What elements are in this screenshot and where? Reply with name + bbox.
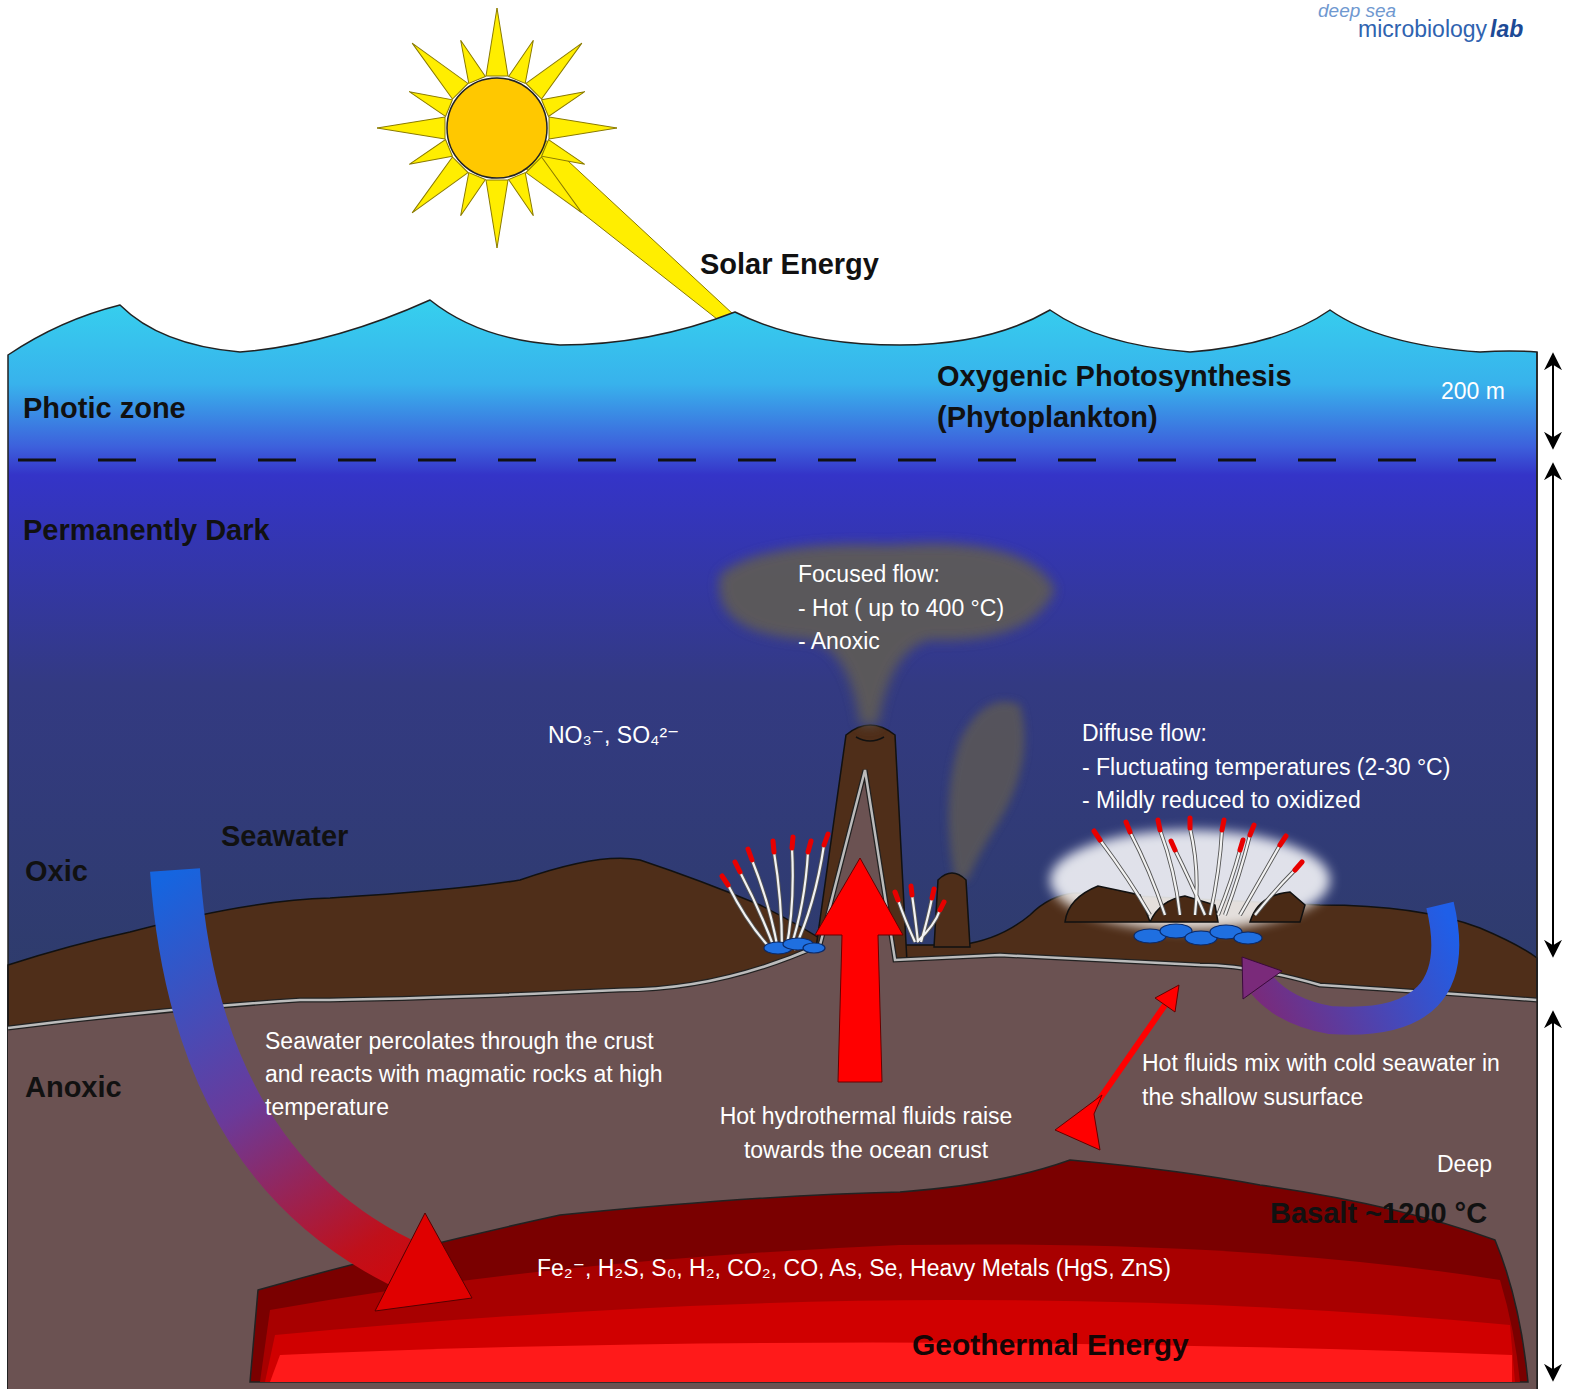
text-slot: - Mildly reduced to oxidized xyxy=(1082,786,1361,815)
zone-label: Photic zone xyxy=(23,390,186,426)
sun-ray xyxy=(404,35,468,99)
rocks xyxy=(1065,886,1305,922)
band-title: Geothermal Energy xyxy=(912,1327,1189,1363)
sun-ray xyxy=(452,37,485,84)
ocean-water xyxy=(8,300,1537,1389)
plume-note: - Hot ( up to 400 °C) xyxy=(798,592,1004,625)
process-label: Oxygenic Photosynthesis (Phytoplankton) xyxy=(937,356,1377,438)
tube-worms xyxy=(728,828,1295,950)
text-slot: Seawater xyxy=(221,818,348,854)
hot-fluid-arrow xyxy=(1092,1005,1165,1110)
sun-ray xyxy=(526,157,590,221)
crust-boundary xyxy=(8,770,1537,1028)
text-slot: Focused flow: xyxy=(798,558,940,591)
basalt-band-outline xyxy=(265,1300,1515,1382)
flow-note: - Fluctuating temperatures (2-30 °C) xyxy=(1082,753,1450,782)
sun-ray xyxy=(542,83,589,116)
text-slot: - Hot ( up to 400 °C) xyxy=(798,592,1004,625)
hot-fluid-arrow xyxy=(815,858,903,1082)
depth-arrow xyxy=(1552,1012,1554,1380)
watermark: microbiology xyxy=(1358,15,1487,44)
basalt-band-outline xyxy=(270,1343,1512,1383)
sun-ray xyxy=(406,140,453,173)
plume-note: - Anoxic xyxy=(798,625,880,658)
depth-arrow xyxy=(1552,464,1554,956)
seawater-arrow xyxy=(175,870,400,1262)
mussel xyxy=(803,943,825,953)
chemical-list: Fe₂⁻, H₂S, S₀, H₂, CO₂, CO, As, Se, Heav… xyxy=(537,1254,1171,1282)
sun-ray xyxy=(404,157,468,221)
text-slot: Fe₂⁻, H₂S, S₀, H₂, CO₂, CO, As, Se, Heav… xyxy=(537,1254,1171,1282)
smoke-plume xyxy=(949,702,1025,880)
sun-ray xyxy=(549,117,617,139)
flow-heading: Diffuse flow: xyxy=(1082,719,1207,748)
hot-fluid-arrow-tail xyxy=(1055,1095,1102,1150)
text-slot: Diffuse flow: xyxy=(1082,719,1207,748)
watermark: lab xyxy=(1490,15,1523,44)
text-slot: Basalt ~1200 °C xyxy=(1270,1195,1487,1231)
mixing-arrow xyxy=(1262,905,1445,1021)
zone-label: Oxic xyxy=(25,853,88,889)
section-edge xyxy=(1536,352,1538,1389)
text-slot: Hot fluids mix with cold seawater in the… xyxy=(1142,1046,1537,1114)
sun xyxy=(377,8,617,248)
text-slot: Geothermal Energy xyxy=(912,1327,1189,1363)
text-slot: Anoxic xyxy=(25,1069,122,1105)
text-slot: Permanently Dark xyxy=(23,512,270,548)
plume-heading: Focused flow: xyxy=(798,558,940,591)
ocean-crust xyxy=(8,770,1537,1389)
energy-label: Solar Energy xyxy=(700,246,879,282)
vent-plume-outline xyxy=(719,543,1055,725)
photic-boundary xyxy=(18,459,1500,462)
text-slot: 200 m xyxy=(1441,377,1505,406)
text-slot: Photic zone xyxy=(23,390,186,426)
text-slot: - Anoxic xyxy=(798,625,880,658)
layer-label: Basalt ~1200 °C xyxy=(1270,1195,1487,1231)
text-slot: NO₃⁻, SO₄²⁻ xyxy=(548,721,679,750)
zone-label: Deep xyxy=(1437,1150,1492,1179)
zone-label: Anoxic xyxy=(25,1069,122,1105)
basalt-band-outline xyxy=(250,1160,1528,1382)
depth-label: 200 m xyxy=(1441,377,1505,406)
text-slot: Solar Energy xyxy=(700,246,879,282)
zone-label: Permanently Dark xyxy=(23,512,270,548)
vent-plume: Focused flow:- Hot ( up to 400 °C)- Anox… xyxy=(700,530,1070,670)
text-slot: Oxygenic Photosynthesis (Phytoplankton) xyxy=(937,356,1377,438)
sun-ray xyxy=(509,173,542,220)
text-slot: Hot hydrothermal fluids raise towards th… xyxy=(681,1099,1051,1167)
sun-ray xyxy=(377,117,445,139)
sun-ray xyxy=(486,180,508,248)
tube-worms xyxy=(728,828,1295,950)
text-slot: Oxic xyxy=(25,853,88,889)
chemical-label: NO₃⁻, SO₄²⁻ xyxy=(548,721,679,750)
process-note: Hot hydrothermal fluids raise towards th… xyxy=(681,1099,1051,1167)
sun-ray xyxy=(526,35,590,99)
mixing-arrowhead xyxy=(1242,957,1282,999)
hot-fluid-arrowhead xyxy=(1155,985,1179,1012)
chimney-mouth xyxy=(856,737,884,741)
depth-arrow xyxy=(1552,354,1554,448)
flow-note: - Mildly reduced to oxidized xyxy=(1082,786,1361,815)
text-slot: Seawater percolates through the crust an… xyxy=(265,1025,665,1124)
text-slot: microbiology xyxy=(1358,15,1487,44)
text-slot: lab xyxy=(1490,15,1523,44)
sun-ray xyxy=(486,8,508,76)
text-slot: Deep xyxy=(1437,1150,1492,1179)
process-note: Seawater percolates through the crust an… xyxy=(265,1025,665,1124)
mussel xyxy=(1234,932,1262,944)
sun-disc xyxy=(447,78,547,178)
seawater-arrowhead xyxy=(375,1213,472,1311)
arrow-label: Seawater xyxy=(221,818,348,854)
crust-boundary xyxy=(8,770,1537,1028)
worm-plumes xyxy=(722,818,1302,910)
text-slot: - Fluctuating temperatures (2-30 °C) xyxy=(1082,753,1450,782)
process-note: Hot fluids mix with cold seawater in the… xyxy=(1142,1046,1537,1114)
